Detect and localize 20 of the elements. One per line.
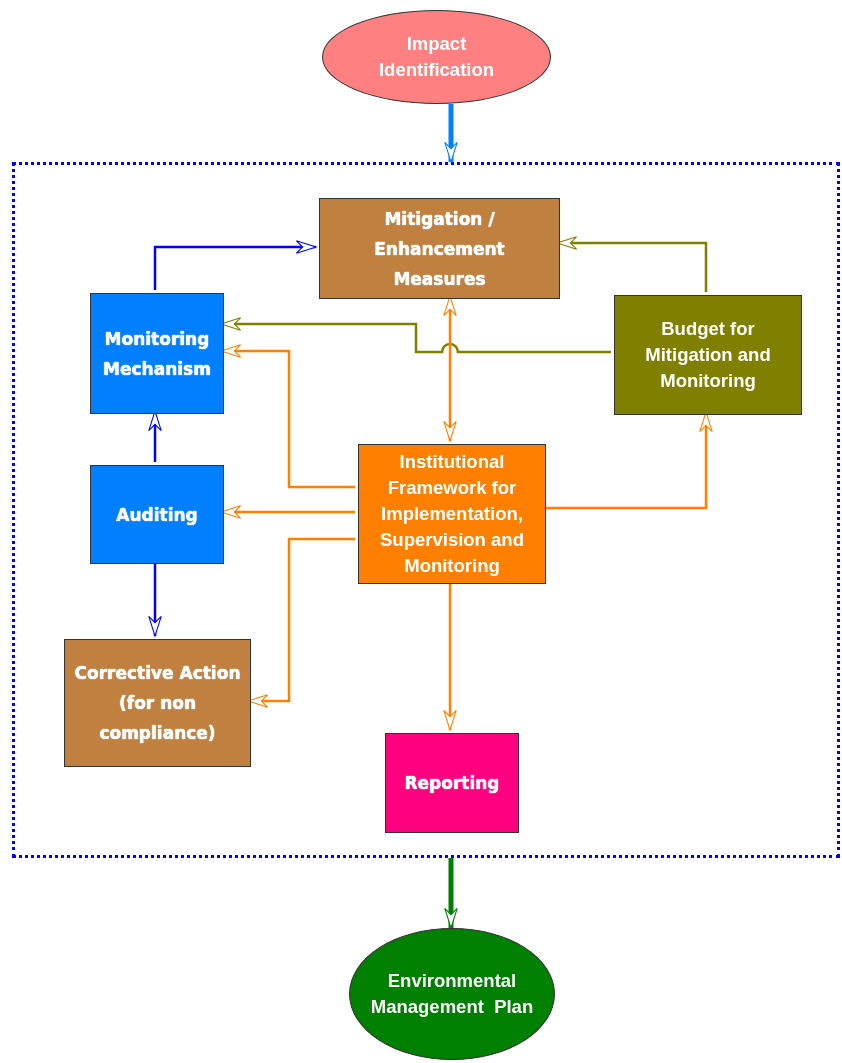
arrow	[153, 240, 317, 290]
arrow	[444, 104, 458, 163]
node-label: Budget for Mitigation and Monitoring	[644, 317, 772, 393]
node-label: Reporting	[403, 772, 501, 795]
node-label: Impact Identification	[377, 32, 496, 82]
process-box	[385, 733, 519, 833]
process-box	[90, 465, 224, 564]
node-label: Institutional Framework for Implementation, Supervision and Monitoring	[379, 450, 525, 578]
node-label: Mitigation / Enhancement Measures	[373, 207, 506, 291]
node-label: Auditing	[115, 503, 199, 527]
process-box	[319, 198, 560, 299]
process-box	[358, 444, 546, 584]
process-box	[90, 293, 224, 414]
arrow	[444, 858, 458, 929]
node-label: Corrective Action (for non compliance)	[73, 662, 242, 745]
process-box	[64, 639, 251, 767]
node-label: Environmental Management Plan	[369, 969, 535, 1019]
dotted-boundary	[12, 162, 840, 858]
node-label: Monitoring Mechanism	[102, 327, 212, 381]
process-box	[614, 295, 802, 415]
